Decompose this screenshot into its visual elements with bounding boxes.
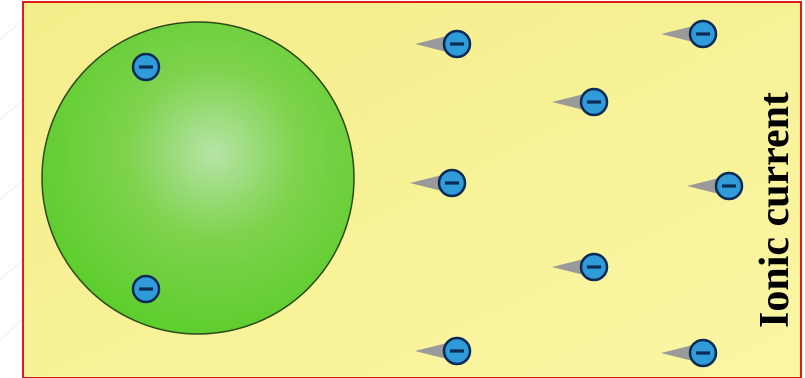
background-decoration [0,20,22,340]
minus-sign-icon [139,65,153,68]
particle-ion [133,54,159,80]
diagram-label: Ionic current [752,92,798,328]
particle-ion [133,276,159,302]
charged-particle [42,22,354,334]
minus-sign-icon [139,287,153,290]
